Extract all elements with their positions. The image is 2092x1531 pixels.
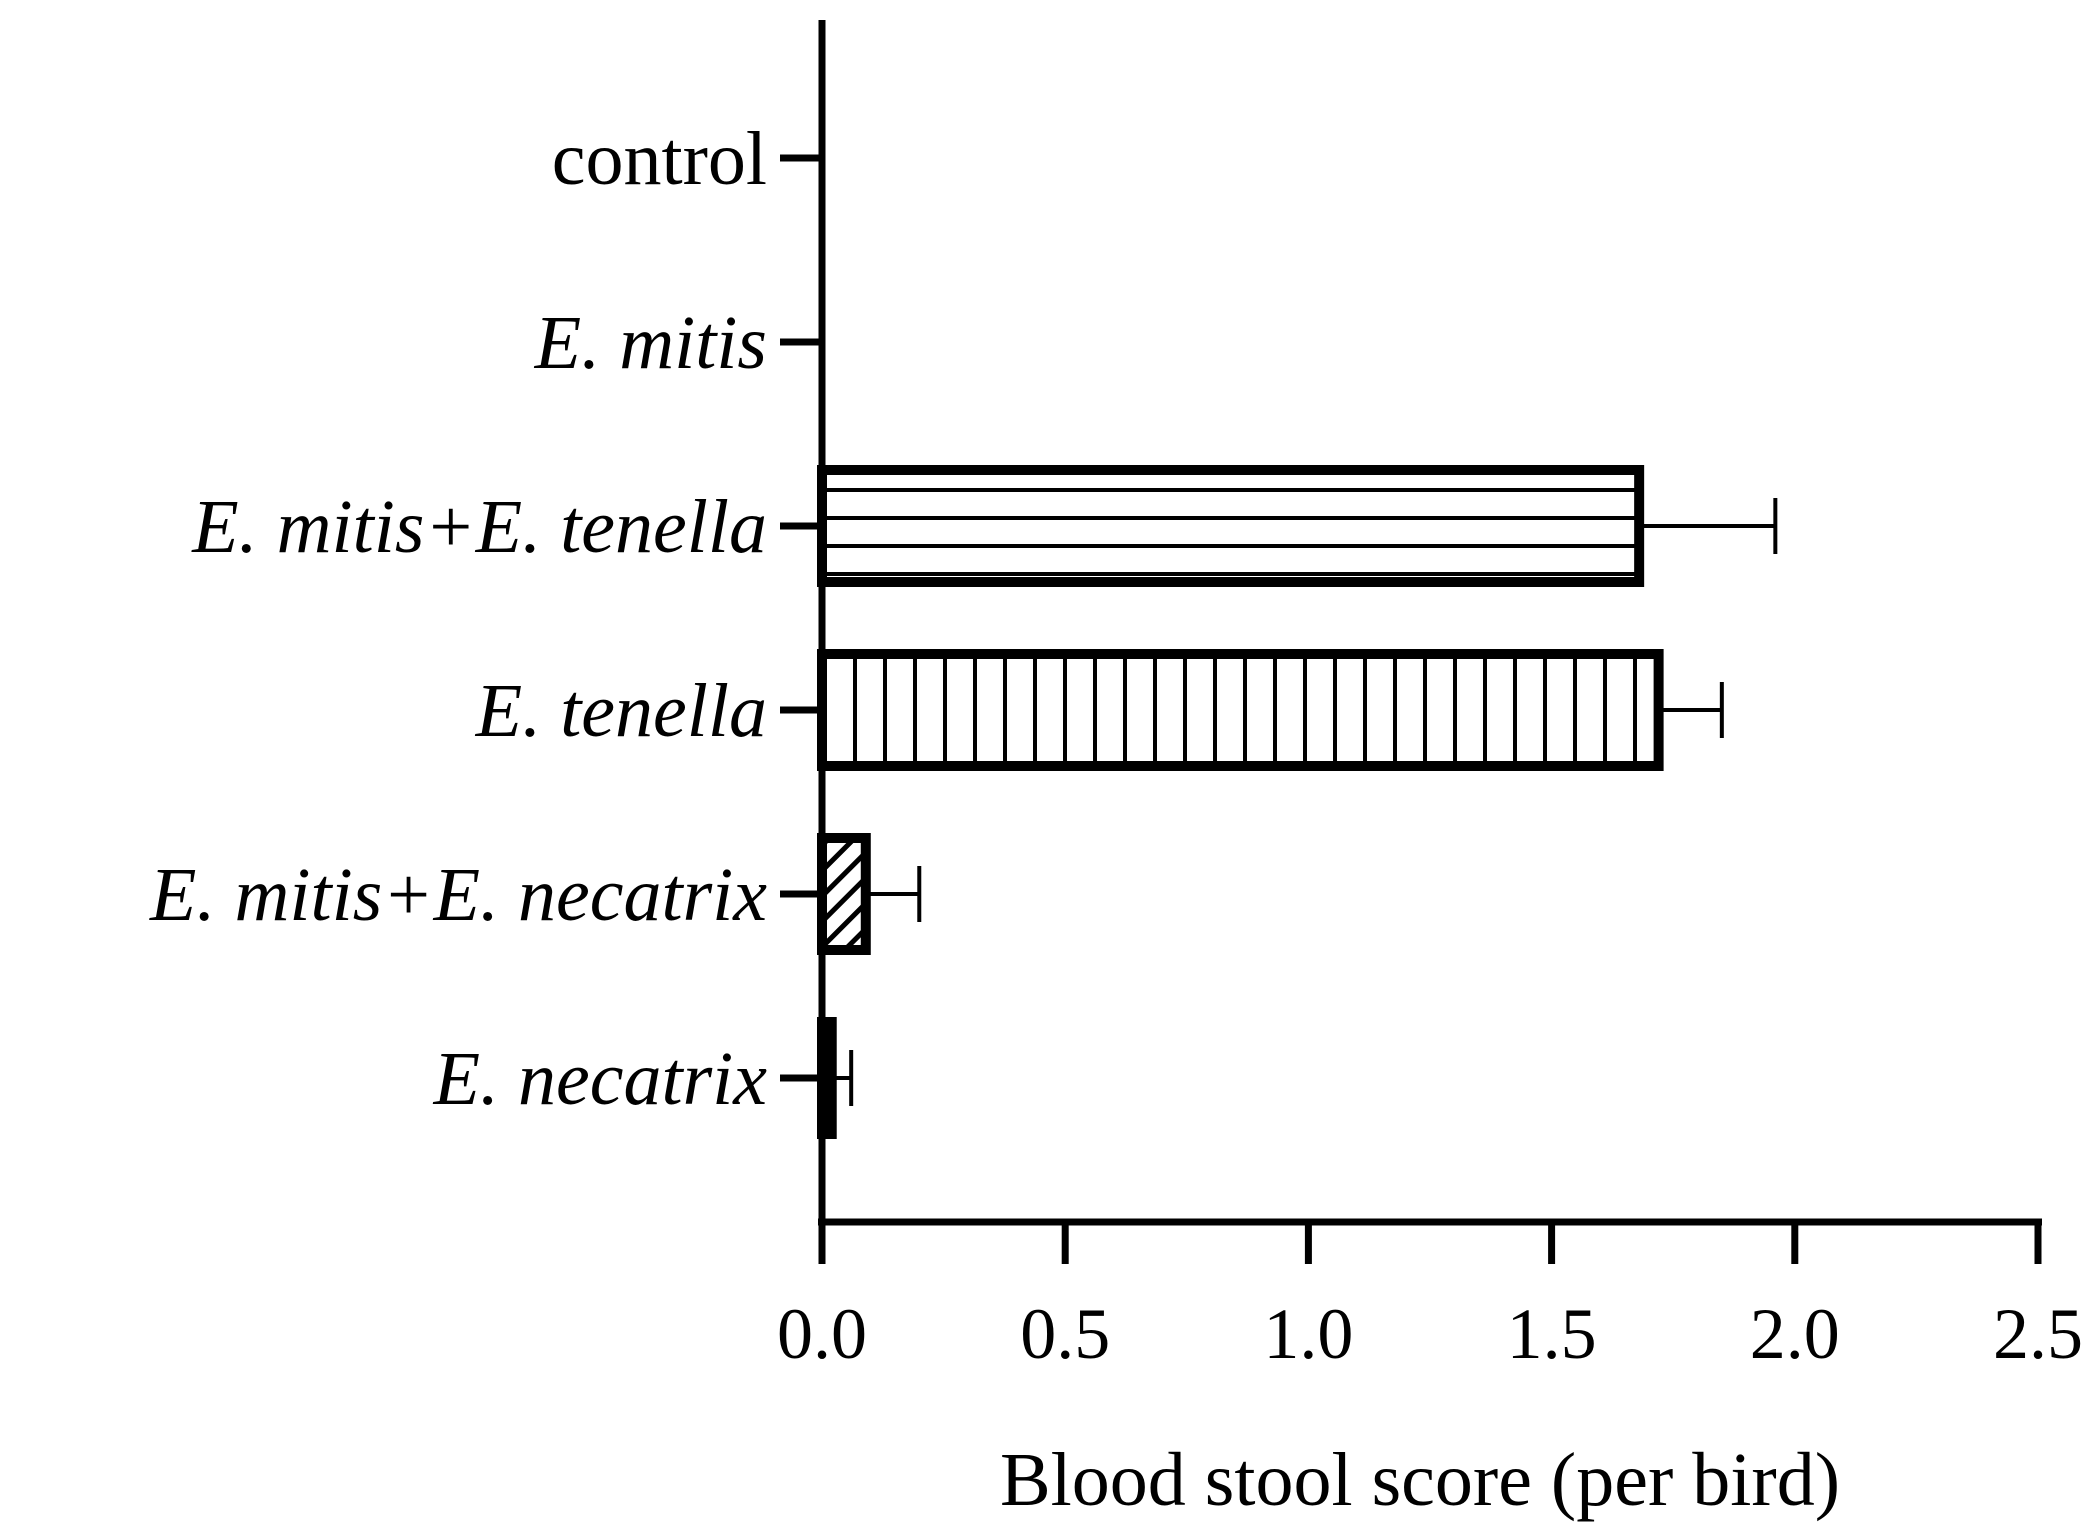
axes-layer — [780, 20, 2042, 1264]
x-tick-label-4: 2.0 — [1750, 1294, 1840, 1374]
category-label-3: E. tenella — [475, 669, 767, 753]
category-label-0: control — [552, 117, 767, 201]
bar-2 — [817, 465, 1645, 587]
bar-4 — [817, 833, 871, 955]
x-tick-label-0: 0.0 — [777, 1294, 867, 1374]
error-bars-layer — [831, 498, 1778, 1106]
bar-3 — [817, 649, 1664, 771]
labels-layer: control E. mitis E. mitis+E. tenella E. ten… — [149, 117, 2083, 1374]
category-label-4: E. mitis+E. necatrix — [149, 853, 767, 937]
bars-layer — [817, 465, 1664, 1139]
category-label-5: E. necatrix — [433, 1037, 768, 1121]
x-tick-label-5: 2.5 — [1993, 1294, 2083, 1374]
x-tick-label-3: 1.5 — [1507, 1294, 1597, 1374]
x-tick-label-1: 0.5 — [1020, 1294, 1110, 1374]
category-label-2: E. mitis+E. tenella — [191, 485, 767, 569]
x-tick-label-2: 1.0 — [1263, 1294, 1353, 1374]
category-label-1: E. mitis — [534, 301, 767, 385]
x-axis-title: Blood stool score (per bird) — [1000, 1438, 1840, 1522]
